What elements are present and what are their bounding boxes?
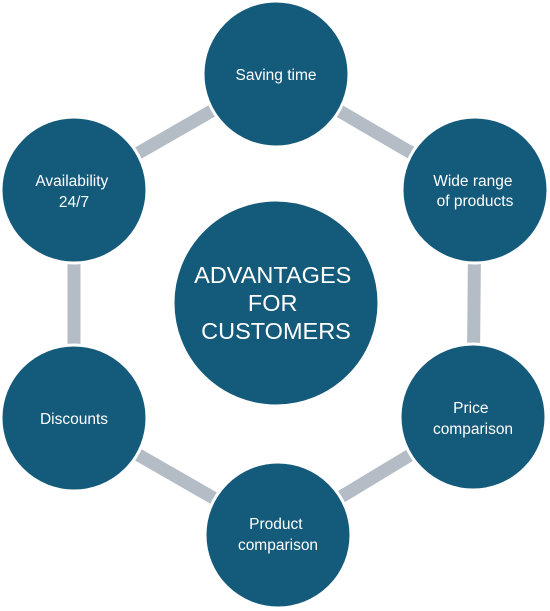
node-discounts: Discounts [0, 343, 149, 493]
center-label: ADVANTAGES FOR CUSTOMERS [194, 262, 358, 344]
node-label: Price comparison [433, 400, 513, 438]
node-price-comparison: Price comparison [398, 342, 548, 492]
node-label: Wide range of products [433, 173, 517, 210]
node-label-line: Availability [35, 173, 108, 190]
node-circle [0, 115, 149, 265]
node-label-line: comparison [238, 537, 318, 554]
node-saving-time: Saving time [201, 0, 351, 149]
node-label: Availability 24/7 [35, 173, 112, 211]
node-label-line: of products [437, 193, 514, 210]
node-circle [0, 343, 149, 493]
node-availability-24-7: Availability 24/7 [0, 115, 149, 265]
node-circle [400, 115, 550, 265]
center-label-line: CUSTOMERS [201, 318, 351, 344]
center-node: ADVANTAGES FOR CUSTOMERS [171, 198, 381, 408]
node-circle [398, 342, 548, 492]
node-label: Product comparison [238, 516, 318, 554]
node-label-line: 24/7 [59, 194, 89, 211]
node-label-line: comparison [433, 421, 513, 438]
center-label-line: FOR [248, 290, 298, 316]
node-label-line: Product [249, 516, 303, 533]
node-label-line: Price [453, 400, 488, 417]
node-product-comparison: Product comparison [203, 460, 353, 610]
node-label-line: Wide range [433, 173, 512, 190]
node-wide-range-of-products: Wide range of products [400, 115, 550, 265]
node-circle [203, 460, 353, 610]
center-label-line: ADVANTAGES [194, 262, 351, 288]
node-label-line: Discounts [40, 411, 108, 428]
node-label: Discounts [40, 411, 108, 428]
node-label-line: Saving time [236, 67, 317, 84]
node-label: Saving time [236, 67, 317, 84]
center-circle [171, 198, 381, 408]
node-circle [201, 0, 351, 149]
